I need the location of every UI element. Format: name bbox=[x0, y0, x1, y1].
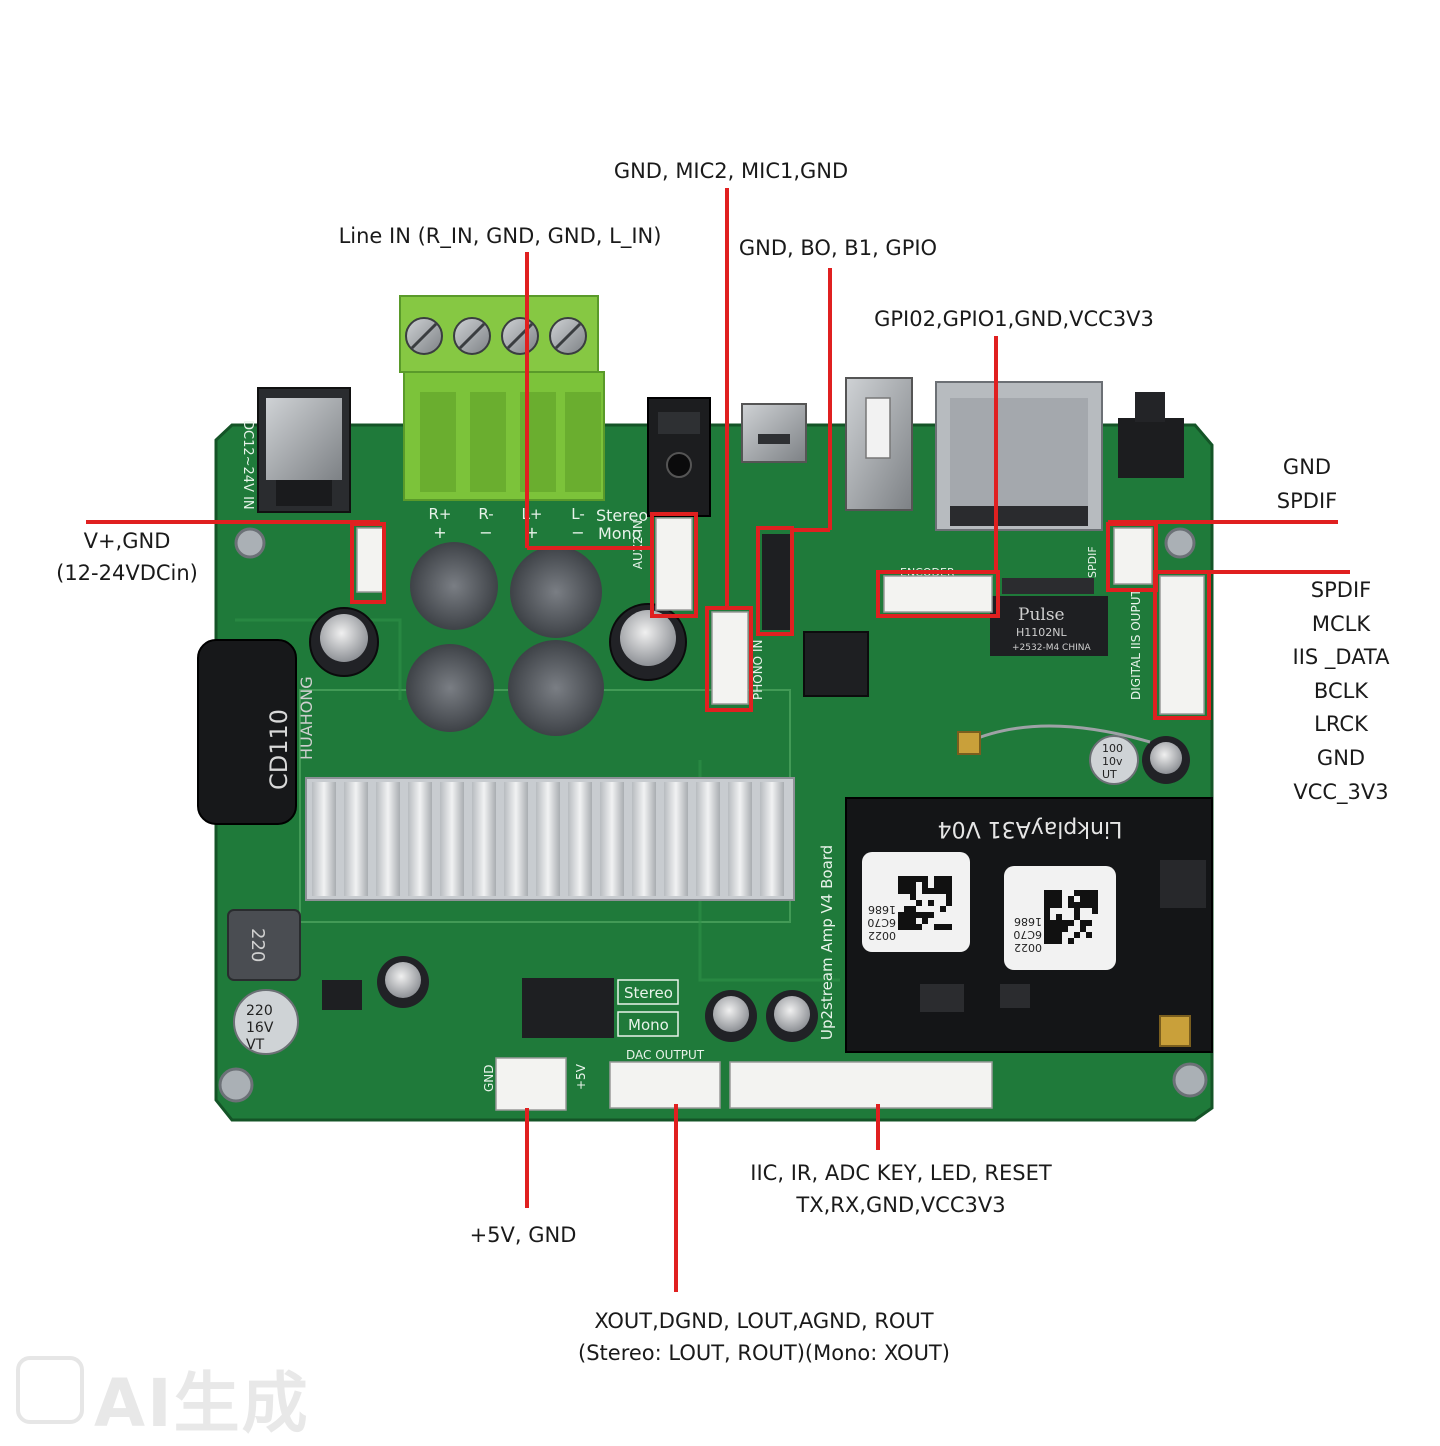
label-iis-pin: SPDIF bbox=[1310, 578, 1372, 602]
pulse-part: H1102NL bbox=[1016, 626, 1067, 639]
pulse-brand: Pulse bbox=[1018, 605, 1065, 625]
silk-spdif: SPDIF bbox=[1086, 546, 1099, 578]
qr-label-text: 1686 bbox=[1014, 915, 1042, 928]
terminal-label: L- bbox=[571, 505, 585, 523]
bulk-capacitor: CD110 HUAHONG bbox=[197, 639, 316, 825]
heatsink-fin bbox=[600, 782, 624, 896]
qr-code-icon bbox=[1044, 890, 1098, 944]
cap-100uf: 100 10v UT bbox=[1089, 735, 1139, 785]
silk-5v: +5V bbox=[574, 1063, 588, 1090]
heatsink-fin bbox=[568, 782, 592, 896]
silk-stereo-sel: Stereo bbox=[624, 984, 673, 1002]
silk-stereo: Stereo bbox=[596, 506, 648, 525]
qr-label-text: 0022 bbox=[868, 929, 896, 942]
label-gpio-b: GND, BO, B1, GPIO bbox=[738, 236, 938, 260]
label-5v: +5V, GND bbox=[469, 1223, 577, 1247]
heatsink-fin bbox=[728, 782, 752, 896]
heatsink-fin bbox=[760, 782, 784, 896]
chips: Pulse H1102NL +2532-M4 CHINA bbox=[322, 578, 1108, 1010]
label-iis-pin: BCLK bbox=[1313, 678, 1369, 703]
silk-aux: AUX2 IN bbox=[631, 520, 645, 569]
label-power-in-2: (12-24VDCin) bbox=[56, 561, 198, 585]
label-iic-1: IIC, IR, ADC KEY, LED, RESET bbox=[750, 1161, 1052, 1185]
smd-inductor: 220 bbox=[227, 909, 301, 981]
label-dac-2: (Stereo: LOUT, ROUT)(Mono: XOUT) bbox=[578, 1341, 950, 1365]
dc-jack bbox=[257, 387, 351, 513]
callouts bbox=[86, 188, 1350, 1292]
heatsink-fin bbox=[504, 782, 528, 896]
label-dac-1: XOUT,DGND, LOUT,AGND, ROUT bbox=[594, 1309, 934, 1333]
silk-dac-output: DAC OUTPUT bbox=[626, 1048, 705, 1062]
terminal-label: R+ bbox=[429, 505, 452, 523]
watermark-badge-icon bbox=[16, 1356, 84, 1424]
output-inductors bbox=[406, 542, 604, 736]
heatsink-fin bbox=[536, 782, 560, 896]
qr-code-icon bbox=[898, 876, 952, 930]
wifi-module: LinkplayA31 V04 bbox=[845, 797, 1213, 1053]
heatsink-fin bbox=[632, 782, 656, 896]
silk-dc-in: DC12~24V IN bbox=[240, 420, 255, 510]
terminal-sign: − bbox=[479, 523, 492, 542]
pulse-code: +2532-M4 CHINA bbox=[1012, 643, 1091, 653]
module-name: LinkplayA31 V04 bbox=[938, 816, 1123, 841]
heatsink-fin bbox=[376, 782, 400, 896]
label-iis-pin: IIS _DATA bbox=[1292, 645, 1390, 670]
cap-100-line3: UT bbox=[1102, 768, 1117, 781]
cap-220uf: 220 16V VT bbox=[233, 989, 299, 1055]
label-power-in-1: V+,GND bbox=[83, 529, 171, 553]
heatsink-fin bbox=[408, 782, 432, 896]
heatsink-fin bbox=[440, 782, 464, 896]
watermark-text: AI生成 bbox=[94, 1365, 310, 1442]
label-spdif-1: GND bbox=[1282, 455, 1332, 479]
connectors bbox=[356, 517, 1205, 1111]
qr-label-text: 0022 bbox=[1014, 941, 1042, 954]
label-iis-pin: GND bbox=[1316, 746, 1366, 770]
silk-phono: PHONO IN bbox=[751, 640, 765, 700]
terminal-sign: − bbox=[571, 523, 584, 542]
headphone-jack bbox=[647, 397, 711, 517]
heatsink-fin bbox=[664, 782, 688, 896]
heatsink-fin bbox=[696, 782, 720, 896]
cap-220-line3: VT bbox=[246, 1037, 265, 1053]
label-iis-pin: VCC_3V3 bbox=[1293, 779, 1389, 804]
cap-220-line2: 16V bbox=[246, 1020, 274, 1036]
heatsink bbox=[305, 777, 795, 901]
heatsink-fin bbox=[344, 782, 368, 896]
reset-button bbox=[1118, 392, 1184, 478]
qr-label-text: 6C70 bbox=[867, 916, 896, 929]
silk-mono: Mono bbox=[598, 524, 642, 543]
heatsink-fin bbox=[312, 782, 336, 896]
qr-label-text: 1686 bbox=[868, 903, 896, 916]
cap-100-line1: 100 bbox=[1102, 742, 1123, 755]
cap-label: CD110 bbox=[265, 709, 293, 790]
label-spdif-2: SPDIF bbox=[1276, 489, 1338, 513]
line-in-terminal bbox=[399, 295, 605, 501]
silk-iis-out: DIGITAL IIS OUPUT bbox=[1129, 589, 1143, 700]
cap-100-line2: 10v bbox=[1102, 755, 1123, 768]
inductor-label: 220 bbox=[247, 928, 268, 962]
qr-label-text: 6C70 bbox=[1013, 928, 1042, 941]
silk-board-name: Up2stream Amp V4 Board bbox=[818, 845, 836, 1040]
label-line-in: Line IN (R_IN, GND, GND, L_IN) bbox=[338, 224, 662, 248]
terminal-label: L+ bbox=[522, 505, 543, 523]
ethernet-port bbox=[935, 381, 1103, 531]
electrolytic-caps bbox=[309, 603, 1190, 1042]
label-iis-pin: MCLK bbox=[1311, 611, 1371, 636]
label-mic: GND, MIC2, MIC1,GND bbox=[613, 159, 849, 183]
terminal-sign: + bbox=[433, 523, 446, 542]
usb-a-port bbox=[845, 377, 913, 511]
silk-mono-sel: Mono bbox=[628, 1016, 669, 1034]
antenna-cable bbox=[967, 724, 1151, 744]
label-iic-2: TX,RX,GND,VCC3V3 bbox=[796, 1193, 1006, 1217]
heatsink-fin bbox=[472, 782, 496, 896]
silk-gnd: GND bbox=[482, 1064, 496, 1092]
label-gpio-12: GPI02,GPIO1,GND,VCC3V3 bbox=[874, 307, 1154, 331]
micro-usb-port bbox=[741, 403, 807, 463]
label-iis-pin: LRCK bbox=[1314, 712, 1368, 737]
terminal-label: R- bbox=[478, 505, 493, 523]
cap-brand: HUAHONG bbox=[297, 676, 316, 760]
cap-220-line1: 220 bbox=[246, 1003, 273, 1019]
